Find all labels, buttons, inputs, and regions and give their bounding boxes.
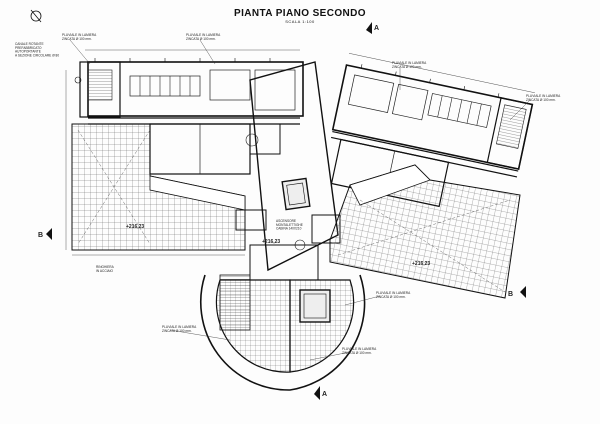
- svg-text:A: A: [374, 25, 379, 32]
- svg-text:B: B: [508, 291, 513, 298]
- svg-text:B: B: [38, 232, 43, 239]
- south-tower: [200, 244, 366, 391]
- level-label-right: +216,23: [412, 261, 430, 267]
- section-marker-b-left: B: [38, 228, 52, 240]
- north-arrow-icon: [30, 9, 42, 23]
- svg-text:A: A: [322, 391, 327, 398]
- section-marker-a-bottom: A: [314, 386, 327, 400]
- section-marker-a-top: A: [366, 22, 379, 34]
- section-marker-b-right: B: [508, 286, 526, 298]
- level-label-center: +216,23: [262, 239, 280, 245]
- left-wing: [65, 49, 304, 256]
- drawing-scale: SCALA 1:100: [285, 19, 315, 24]
- drawing-title: PIANTA PIANO SECONDO: [234, 8, 366, 19]
- level-label-left: +216,23: [126, 224, 144, 230]
- central-core: [235, 61, 341, 272]
- right-wing: [330, 53, 535, 208]
